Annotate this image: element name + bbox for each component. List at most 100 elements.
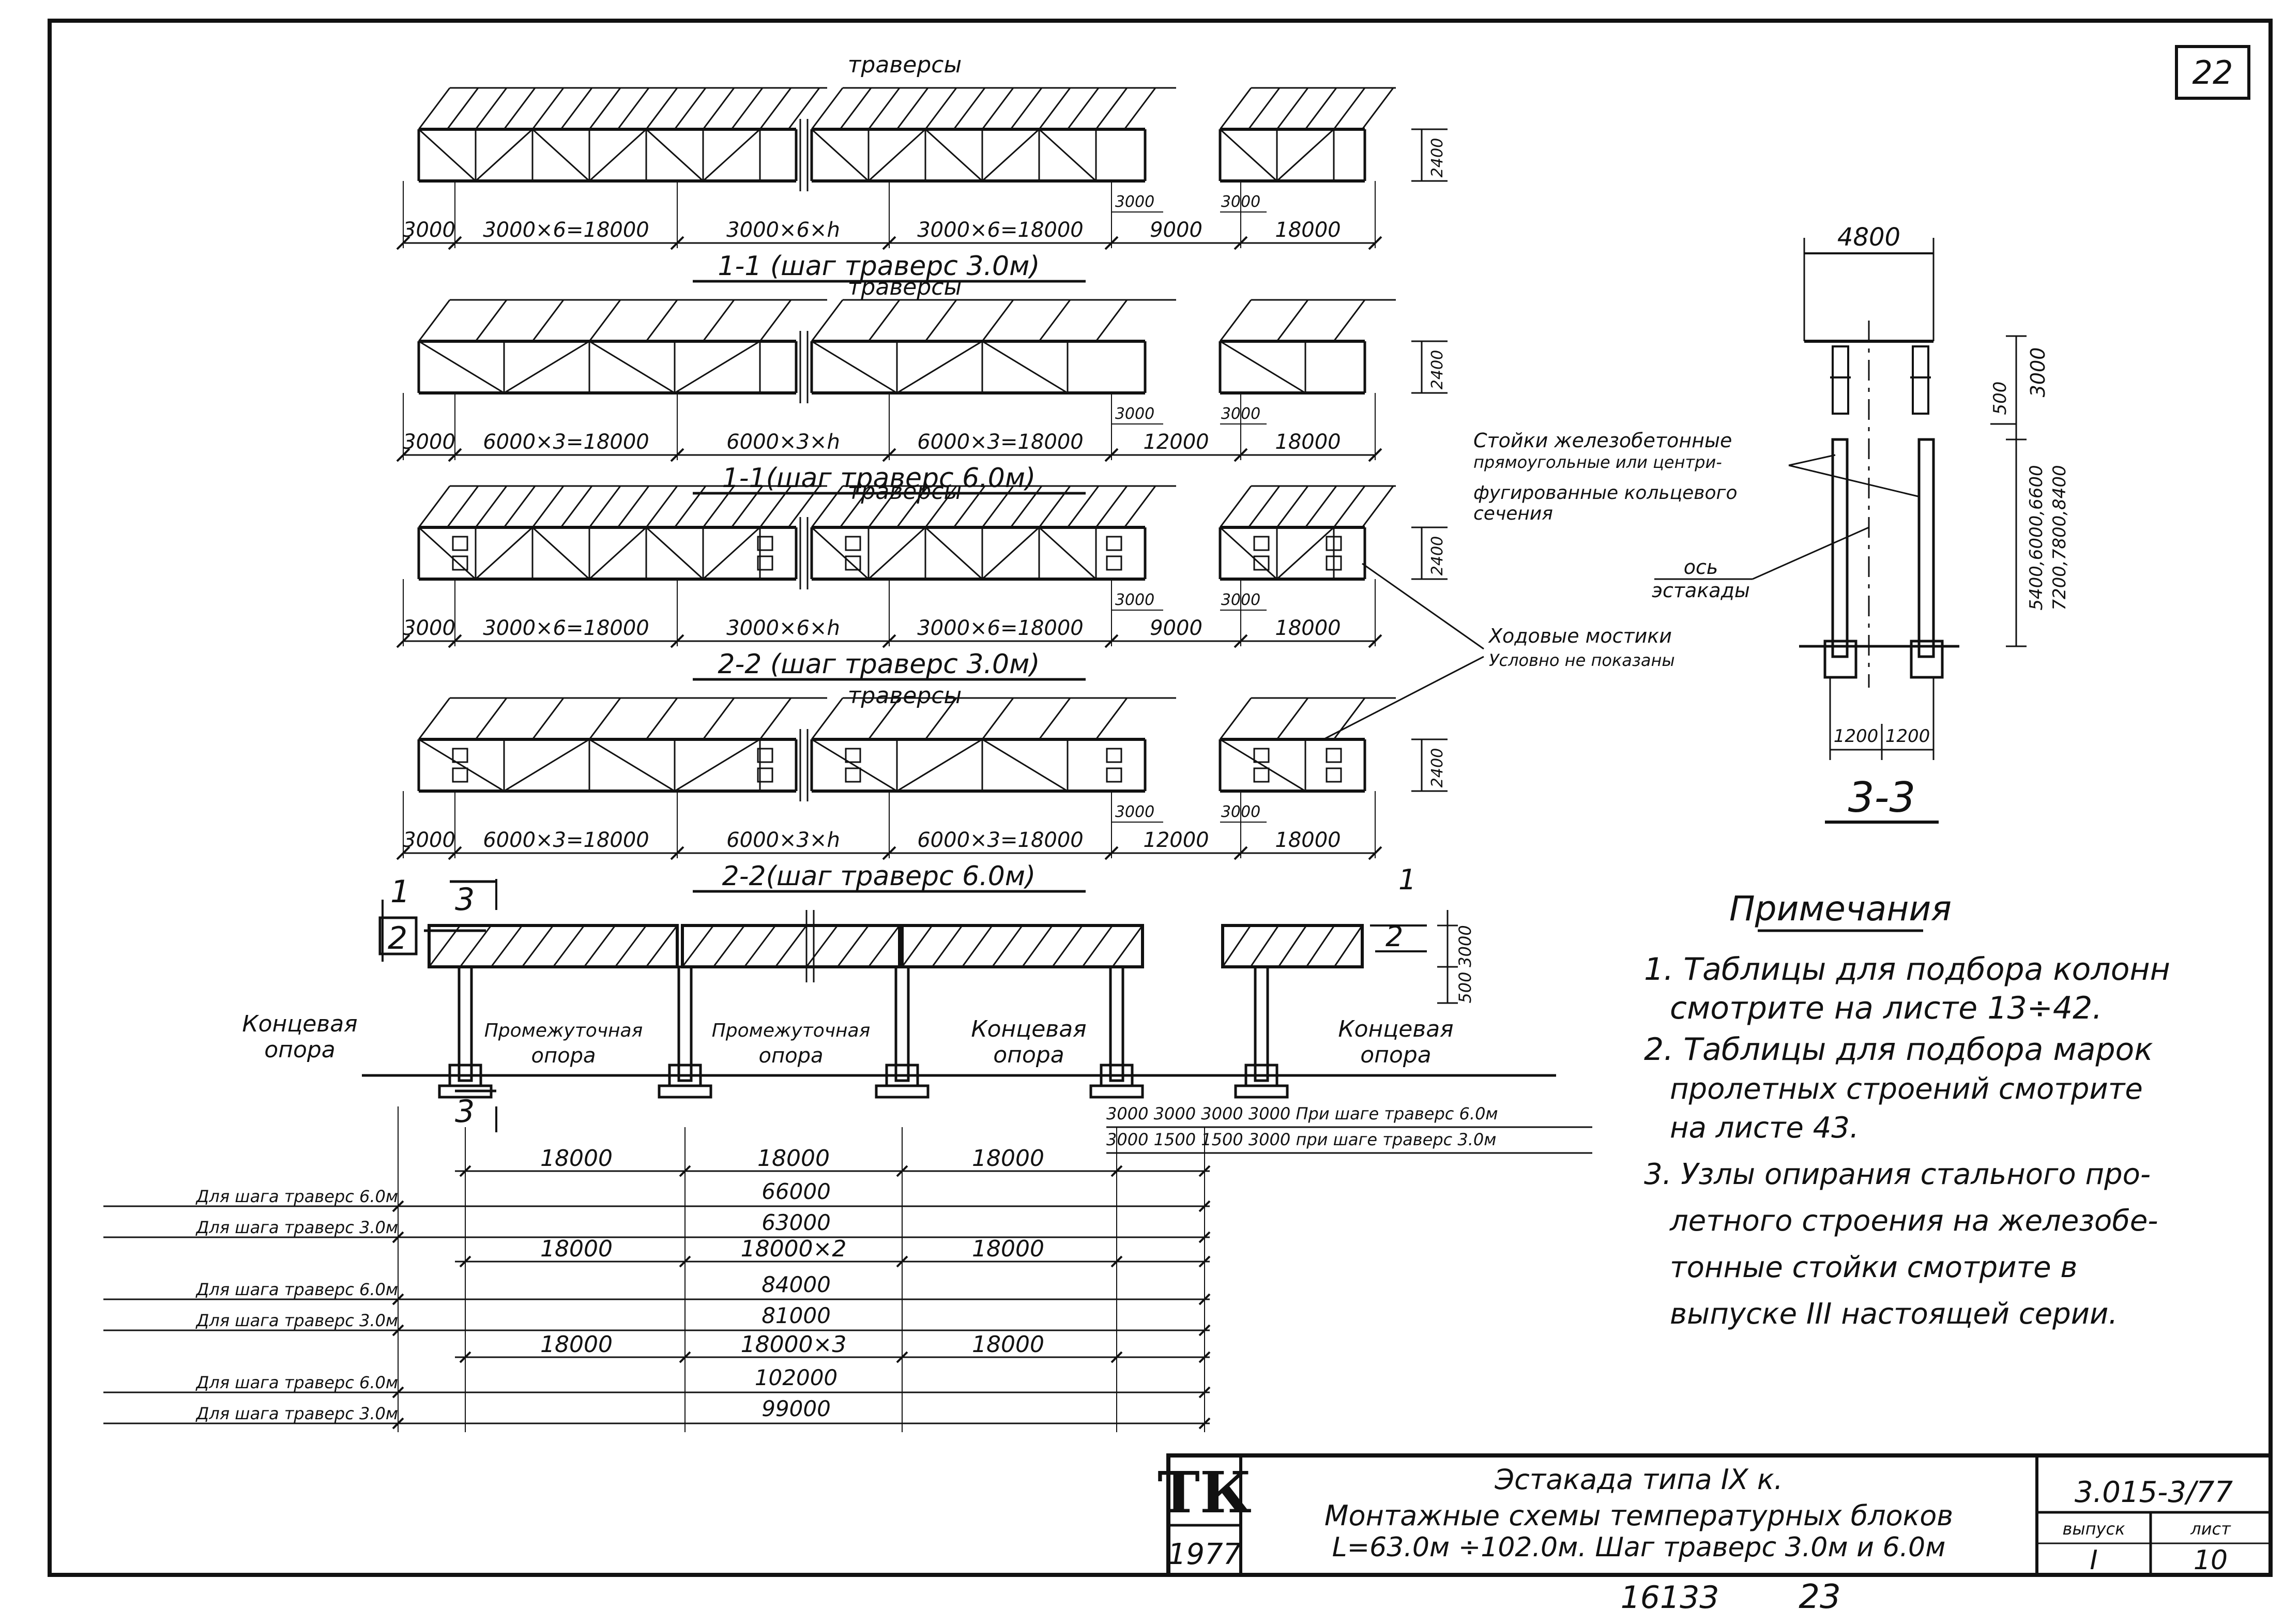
title-line-3: L=63.0м ÷102.0м. Шаг траверс 3.0м и 6.0м — [1332, 1532, 1946, 1563]
traverse — [418, 485, 451, 528]
truss-diagonal — [418, 340, 505, 394]
traverse — [1095, 87, 1128, 130]
gap-dim: 3000 — [1115, 803, 1154, 821]
truss-diagonal — [589, 340, 675, 394]
traverse — [645, 87, 678, 130]
traverse — [702, 485, 735, 528]
section-caption: 2-2(шаг траверс 6.0м) — [722, 861, 1036, 892]
support-node — [1326, 555, 1342, 571]
traverse — [1010, 485, 1043, 528]
section-3-3: 4800 3000 500 5400,6000,6600 7200,7800,8… — [1473, 223, 2070, 824]
sheet-value: 10 — [2194, 1545, 2228, 1576]
span-dim: 12000 — [1143, 828, 1209, 852]
support-node — [1106, 767, 1122, 783]
traverse — [1067, 87, 1100, 130]
traverse — [418, 697, 451, 740]
total-dim: 102000 — [755, 1365, 838, 1390]
support-label-5-line1: Концевая — [1338, 1016, 1453, 1042]
support-node — [452, 536, 468, 551]
traverse — [867, 87, 901, 130]
section-caption: 1-1 (шаг траверс 3.0м) — [718, 251, 1040, 282]
truss-diagonal — [867, 925, 901, 967]
section33-caption: 3-3 — [1848, 773, 1916, 822]
dim-tick — [392, 1386, 404, 1399]
traverse — [1123, 485, 1156, 528]
truss-diagonal — [805, 925, 839, 967]
truss-diagonal — [490, 925, 523, 967]
dim-tick — [392, 1231, 404, 1243]
section33-footing — [1823, 640, 1857, 679]
traverse — [702, 87, 735, 130]
section33-bracket — [1912, 345, 1929, 415]
span-dim: 9000 — [1150, 616, 1202, 640]
traverse — [1038, 697, 1071, 740]
traverse — [839, 485, 872, 528]
row-label: Для шага траверс 3.0м — [195, 1218, 398, 1237]
support-label-1-line1: Концевая — [242, 1011, 357, 1037]
span-dim: 3000×6×h — [726, 218, 840, 242]
truss-diagonal — [681, 925, 714, 967]
span-dim: 18000 — [1275, 430, 1341, 454]
truss-diagonal — [645, 526, 704, 580]
traverse — [588, 697, 621, 740]
support-node — [1253, 767, 1270, 783]
traverse — [1361, 87, 1394, 130]
gap-dim: 3000 — [1115, 193, 1154, 211]
traverse — [981, 299, 1014, 342]
truss-diagonal — [589, 738, 675, 792]
span-dim: 18000 — [972, 1331, 1044, 1358]
traverse — [839, 87, 872, 130]
support-label-2-line2: опора — [531, 1044, 596, 1068]
traverse — [981, 697, 1014, 740]
traverse — [759, 299, 792, 342]
elevation-view: 1 2 3 3 1 2 3000 500 3000 3000 3000 3000… — [362, 863, 1592, 1154]
dim-tick — [679, 1255, 691, 1268]
truss-diagonal — [811, 526, 870, 580]
section33-heights-a: 5400,6000,6600 — [2026, 465, 2047, 610]
traverse — [811, 299, 844, 342]
truss-diagonal — [896, 340, 983, 394]
support-labels: Концевая опора Промежуточная опора Проме… — [242, 1011, 1453, 1068]
truss-diagonal — [702, 128, 761, 182]
truss-diagonal — [1038, 128, 1097, 182]
traverse — [953, 87, 986, 130]
truss-diagonal — [1220, 340, 1306, 394]
span-dim: 3000×6=18000 — [917, 616, 1084, 640]
span-dim: 6000×3×h — [726, 430, 840, 454]
total-dim: 84000 — [762, 1272, 831, 1297]
span-dim: 3000×6=18000 — [917, 218, 1084, 242]
truss-diagonal — [459, 925, 492, 967]
series-number: 3.015-3/77 — [2075, 1476, 2233, 1509]
truss-diagonal — [901, 925, 933, 967]
truss-diagonal — [531, 128, 590, 182]
traverse — [1038, 87, 1071, 130]
truss-diagonal — [1220, 738, 1306, 792]
support-column — [1109, 965, 1124, 1082]
sheet-number: 22 — [2192, 54, 2233, 92]
total-dim: 99000 — [762, 1396, 831, 1421]
dim-tick — [1110, 1165, 1123, 1177]
traverse — [702, 299, 735, 342]
title-year: 1977 — [1168, 1538, 1242, 1571]
dim-tick — [1198, 1417, 1211, 1430]
dim-tick — [679, 1165, 691, 1177]
title-line-2: Монтажные схемы температурных блоков — [1324, 1499, 1953, 1532]
traverse — [1038, 299, 1071, 342]
section33-top-dim: 4800 — [1837, 223, 1900, 252]
truss-diagonal — [418, 738, 505, 792]
column-footing — [1089, 1084, 1144, 1099]
truss-diagonal — [645, 128, 704, 182]
traverse — [759, 87, 792, 130]
column-footing — [438, 1084, 493, 1099]
support-node — [1106, 555, 1122, 571]
span-dim: 18000 — [1275, 616, 1341, 640]
truss-diagonal — [811, 340, 897, 394]
support-label-1-line2: опора — [264, 1037, 336, 1063]
note-line-3: 2. Таблицы для подбора марок — [1644, 1031, 2153, 1068]
section33-column — [1831, 438, 1849, 658]
